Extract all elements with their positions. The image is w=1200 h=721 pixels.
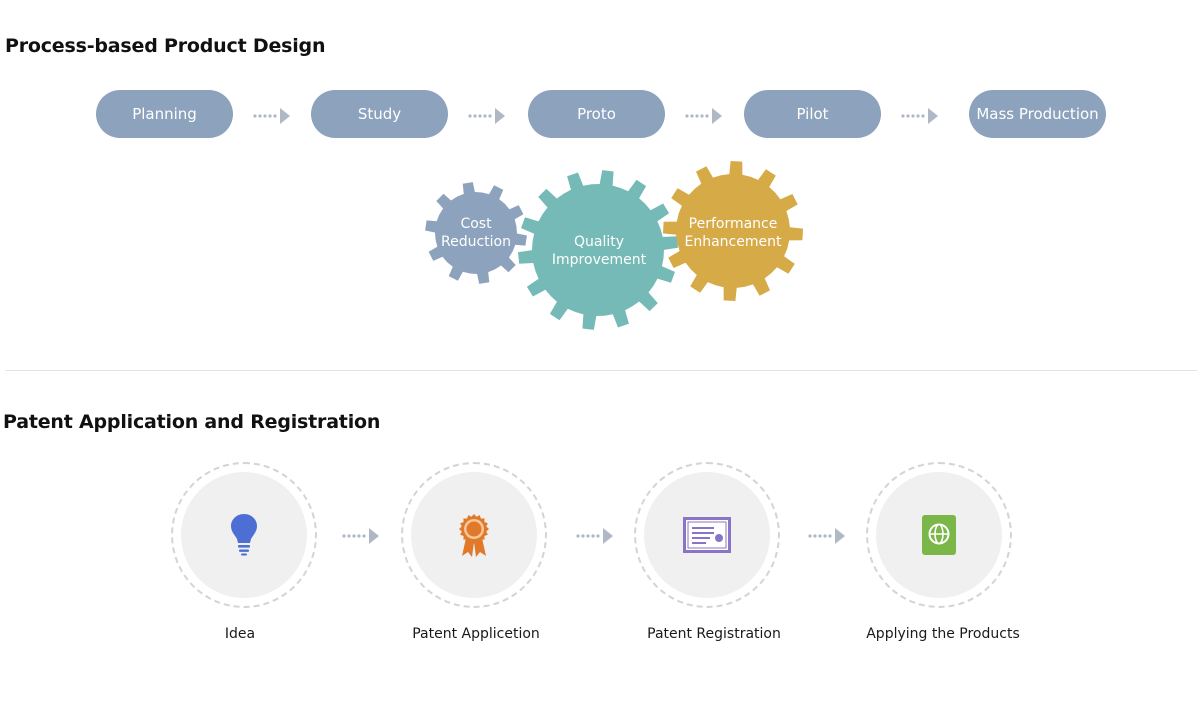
lightbulb-icon [231, 514, 257, 556]
gear-performance-enhancement-icon [663, 161, 803, 301]
gear-label-quality: Quality Improvement [540, 233, 658, 269]
gear-label-line: Improvement [551, 252, 647, 268]
dotted-arrow-icon [685, 108, 722, 124]
gears-cluster [425, 161, 803, 330]
stage-study: Study [311, 90, 448, 138]
dotted-arrow-icon [253, 108, 290, 124]
gear-label-cost: Cost Reduction [425, 215, 527, 251]
dotted-arrow-icon [808, 528, 845, 544]
dashed-ring [866, 462, 1012, 608]
gear-label-line: Cost [460, 216, 492, 232]
stage-label: Mass Production [976, 105, 1099, 123]
stage-label: Study [357, 105, 402, 123]
step-patent-application [401, 462, 547, 608]
gear-quality-improvement-icon [518, 170, 678, 330]
gear-label-performance: Performance Enhancement [672, 215, 794, 251]
gear-shape [425, 182, 527, 284]
dashed-ring [171, 462, 317, 608]
stage-proto: Proto [528, 90, 665, 138]
dashed-ring [401, 462, 547, 608]
stage-label: Proto [577, 105, 616, 123]
section-divider [5, 370, 1197, 371]
step-label-idea: Idea [224, 626, 256, 642]
dotted-arrow-icon [576, 528, 613, 544]
gear-label-line: Quality [573, 234, 625, 250]
dashed-ring [634, 462, 780, 608]
section-title-product-design: Process-based Product Design [5, 35, 326, 57]
gear-shape [663, 161, 803, 301]
certificate-icon [683, 517, 731, 553]
step-label-patent-registration: Patent Registration [647, 626, 781, 642]
stage-pilot: Pilot [744, 90, 881, 138]
gear-shape [518, 170, 678, 330]
stage-label: Planning [132, 105, 197, 123]
step-applying-products [866, 462, 1012, 608]
dotted-arrow-icon [468, 108, 505, 124]
step-idea [171, 462, 317, 608]
globe-box-icon [922, 515, 956, 555]
gear-label-line: Reduction [441, 234, 511, 250]
step-label-applying-products: Applying the Products [866, 626, 1020, 642]
gear-label-line: Performance [688, 216, 778, 232]
step-patent-registration [634, 462, 780, 608]
gear-label-line: Enhancement [684, 234, 782, 250]
award-badge-icon [459, 514, 489, 557]
stage-planning: Planning [96, 90, 233, 138]
dotted-arrow-icon [901, 108, 938, 124]
dotted-arrow-icon [342, 528, 379, 544]
stage-mass-production: Mass Production [969, 90, 1106, 138]
gear-cost-reduction-icon [425, 182, 527, 284]
step-label-patent-application: Patent Applicetion [412, 626, 540, 642]
section-title-patent: Patent Application and Registration [3, 411, 381, 433]
stage-label: Pilot [796, 105, 829, 123]
